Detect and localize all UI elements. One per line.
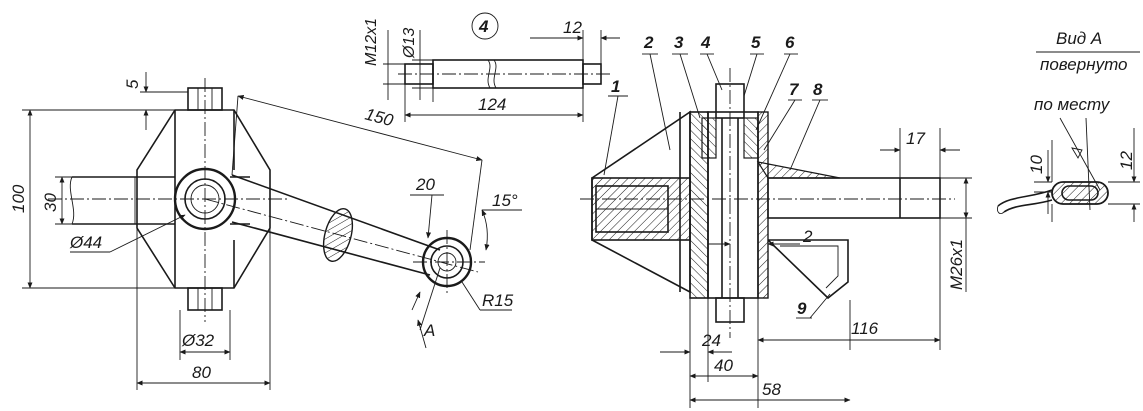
dim-124: 124 [478, 95, 506, 114]
callout-7: 7 [789, 80, 800, 99]
dim-diameter-13: Ø13 [401, 28, 418, 59]
view-a-title: Вид А [1056, 29, 1102, 48]
part-4-detail: M12x1 Ø13 4 12 124 [363, 12, 620, 122]
section-view: 1 2 3 4 5 6 7 8 9 17 2 M26x1 24 40 58 11… [580, 33, 972, 408]
thread-m26x1: M26x1 [947, 239, 966, 290]
dim-40: 40 [714, 356, 733, 375]
view-a: Вид А повернуто по месту 10 12 [997, 29, 1140, 222]
dim-20: 20 [415, 175, 435, 194]
dim-diameter-44: Ø44 [69, 233, 102, 252]
thread-m12x1: M12x1 [363, 18, 380, 66]
dim-17: 17 [906, 129, 925, 148]
callout-3: 3 [674, 33, 684, 52]
dim-10: 10 [1027, 155, 1046, 174]
callout-5: 5 [751, 33, 761, 52]
dim-100: 100 [9, 184, 28, 213]
dim-30: 30 [41, 193, 60, 212]
callout-8: 8 [813, 80, 823, 99]
view-a-note: по месту [1034, 95, 1111, 114]
dim-58: 58 [762, 380, 781, 399]
callout-4: 4 [700, 33, 711, 52]
view-a-arrow-label: A [423, 321, 435, 340]
dim-150: 150 [363, 105, 396, 131]
dim-12: 12 [563, 18, 582, 37]
part-number-4: 4 [478, 17, 489, 36]
callout-2: 2 [643, 33, 654, 52]
dim-12-view-a: 12 [1117, 151, 1136, 170]
callout-9: 9 [797, 299, 807, 318]
dim-24: 24 [701, 331, 721, 350]
dim-2: 2 [802, 227, 813, 246]
front-view: 150 5 100 30 Ø44 Ø32 80 20 15° R15 A [9, 72, 522, 390]
callout-1: 1 [611, 77, 620, 96]
dim-radius-15: R15 [482, 291, 514, 310]
dim-diameter-32: Ø32 [181, 331, 215, 350]
dim-5: 5 [123, 79, 142, 89]
dim-80: 80 [192, 363, 211, 382]
dim-15-degrees: 15° [492, 191, 518, 210]
dim-116: 116 [851, 319, 879, 338]
callout-6: 6 [785, 33, 795, 52]
view-a-subtitle: повернуто [1040, 55, 1128, 74]
